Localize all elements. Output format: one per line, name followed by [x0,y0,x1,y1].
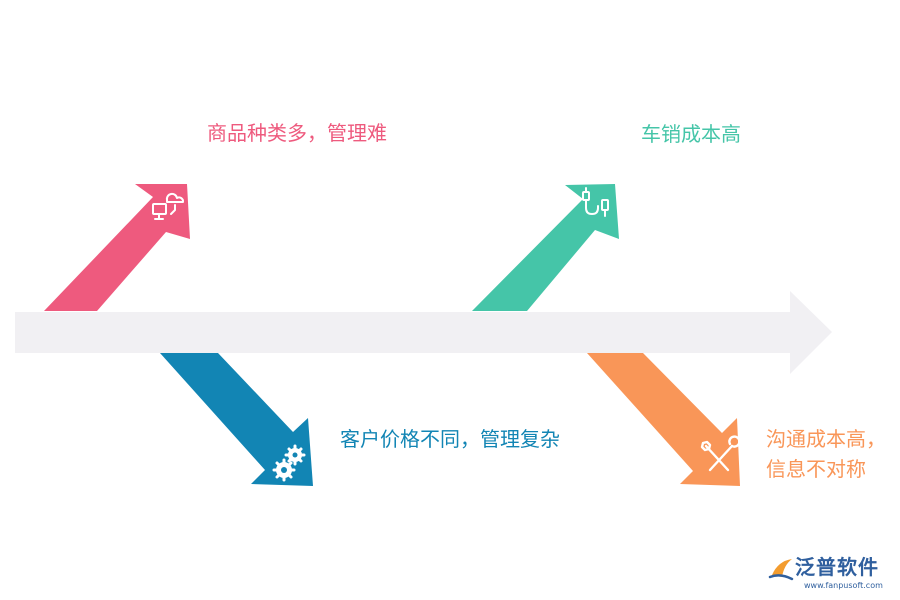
branch-arrow-1 [44,184,190,311]
cause-label-3: 客户价格不同，管理复杂 [340,425,560,453]
tools-icon [700,435,741,472]
fanpu-logo-icon [768,559,794,581]
branch-arrow-3 [160,353,313,486]
cloud-computer-icon [152,192,185,220]
branch-arrow-2 [472,184,619,311]
spine-arrow [15,291,832,374]
branch-arrow-4 [587,353,740,486]
cause-label-4: 沟通成本高， 信息不对称 [766,424,886,484]
gears-icon [272,444,306,482]
cause-3-text: 客户价格不同，管理复杂 [340,427,560,451]
cause-2-text: 车销成本高 [641,122,741,146]
cause-label-2: 车销成本高 [641,120,741,148]
cause-1-text: 商品种类多，管理难 [207,121,387,145]
cause-4-text-line-1: 沟通成本高， [766,427,886,451]
logo-url: www.fanpusoft.com [804,581,883,590]
cause-label-1: 商品种类多，管理难 [207,119,387,147]
cable-icon [582,187,609,217]
cause-4-text-line-2: 信息不对称 [766,457,866,481]
fanpu-logo: 泛普软件 www.fanpusoft.com [768,553,892,595]
logo-name: 泛普软件 [795,555,879,579]
